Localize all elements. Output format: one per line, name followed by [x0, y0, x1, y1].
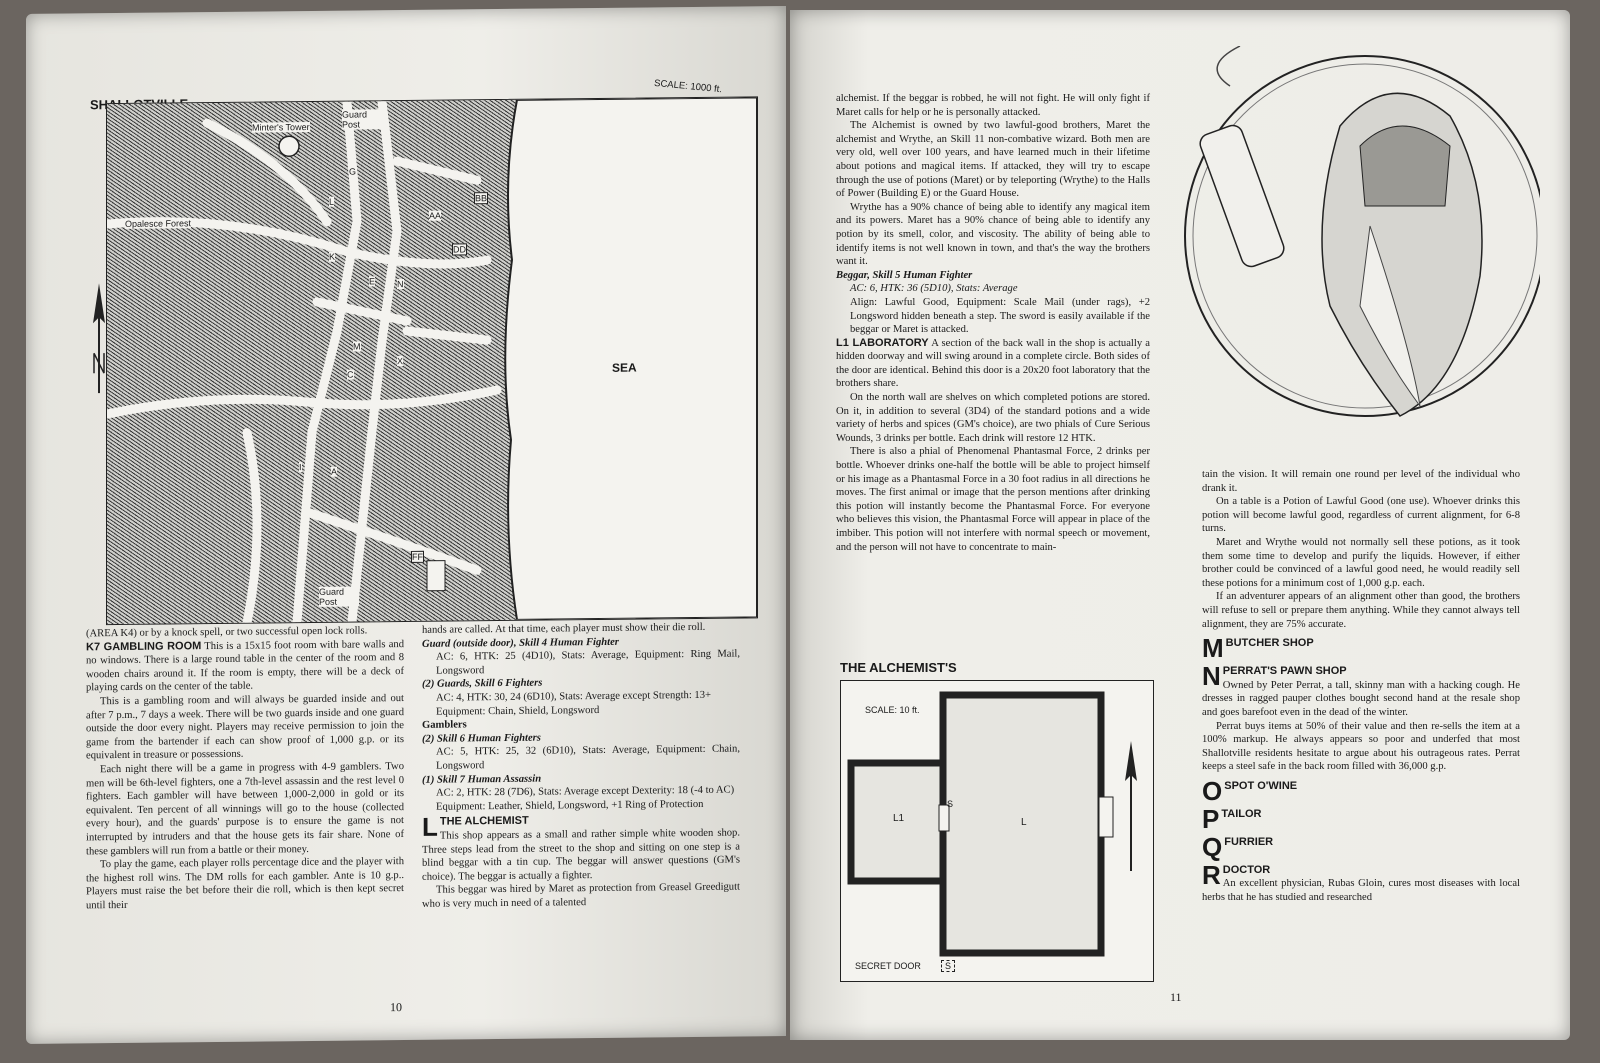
shop-p: P TAILOR	[1202, 803, 1520, 834]
booklet-spread: SHALLOTVILLE SCALE: 1000 ft.	[26, 6, 1574, 1050]
bldg-label: M	[353, 341, 361, 352]
alchemist-section: L THE ALCHEMIST This shop appears as a s…	[422, 811, 740, 884]
bldg-label: N	[397, 279, 404, 290]
drop-cap: Q	[1202, 831, 1223, 862]
tower-label: Minter's Tower	[252, 122, 310, 133]
drop-cap: P	[1202, 803, 1220, 834]
paragraph: The Alchemist is owned by two lawful-goo…	[836, 120, 1150, 200]
page-number: 11	[1170, 990, 1182, 1004]
bldg-label: L	[329, 196, 335, 207]
paragraph: Each night there will be a game in progr…	[86, 760, 404, 857]
gambler1-stats: AC: 5, HTK: 25, 32 (6D10), Stats: Averag…	[436, 743, 740, 772]
legend-key: S	[941, 960, 956, 972]
beggar-stats: AC: 6, HTK: 36 (5D10), Stats: Average	[850, 283, 1018, 295]
shop-heading: FURRIER	[1224, 835, 1274, 848]
paragraph: Wrythe has a 90% chance of being able to…	[836, 201, 1150, 268]
drop-cap: R	[1202, 859, 1221, 890]
guard-stats: AC: 6, HTK: 25 (4D10), Stats: Average, E…	[436, 648, 740, 677]
paragraph: There is also a phial of Phenomenal Phan…	[836, 446, 1150, 553]
shop-r: R DOCTOR An excellent physician, Rubas G…	[1202, 859, 1520, 905]
drop-cap: N	[1202, 661, 1221, 692]
room-l-label: L	[1021, 817, 1027, 828]
beggar-align: Align: Lawful Good, Equipment: Scale Mai…	[850, 296, 1150, 336]
alchemist-text: This shop appears as a small and rather …	[422, 827, 740, 883]
k7-heading: K7 GAMBLING ROOM	[86, 639, 202, 653]
shop-heading: BUTCHER SHOP	[1225, 637, 1314, 650]
paragraph: If an adventurer appears of an alignment…	[1202, 591, 1520, 630]
gambler2-equipment: Equipment: Leather, Shield, Longsword, +…	[436, 798, 704, 813]
guard-post-bottom-label: Guard Post	[319, 586, 359, 607]
wizard-illustration	[1184, 46, 1540, 417]
left-column-1: (AREA K4) or by a knock spell, or two su…	[86, 624, 404, 913]
alchemist-heading: THE ALCHEMIST	[439, 815, 529, 828]
alchemist-floorplan: SCALE: 10 ft. L1 L S SECRET DOOR S	[840, 680, 1154, 982]
town-map: Opalesce Forest Minter's Tower Guard Pos…	[106, 96, 758, 626]
beggar-heading: Beggar, Skill 5 Human Fighter	[836, 269, 973, 281]
drop-cap: M	[1202, 633, 1224, 664]
paragraph: This is a gambling room and will always …	[86, 692, 404, 762]
map-roads	[107, 97, 757, 625]
bldg-label: BB	[474, 192, 489, 205]
floorplan-walls	[847, 691, 1137, 957]
shop-m: M BUTCHER SHOP	[1202, 633, 1520, 664]
shop-n: N PERRAT'S PAWN SHOP Owned by Peter Perr…	[1202, 661, 1520, 774]
paragraph: To play the game, each player rolls perc…	[86, 856, 404, 912]
bldg-label: E	[369, 276, 376, 287]
bldg-label: AA	[429, 210, 442, 221]
shop-q: Q FURRIER	[1202, 831, 1520, 862]
drop-cap: O	[1202, 775, 1223, 806]
legend-label: SECRET DOOR	[855, 961, 921, 971]
room-l1-label: L1	[893, 813, 905, 824]
forest-label: Opalesce Forest	[125, 218, 192, 229]
shop-o: O SPOT O'WINE	[1202, 775, 1520, 806]
shop-text: An excellent physician, Rubas Gloin, cur…	[1202, 878, 1520, 904]
shop-text: Owned by Peter Perrat, a tall, skinny ma…	[1202, 679, 1520, 718]
bldg-label: DD	[452, 243, 467, 256]
bldg-label: I	[299, 462, 302, 473]
l1-heading: L1 LABORATORY	[836, 336, 929, 349]
paragraph: alchemist. If the beggar is robbed, he w…	[836, 93, 1150, 118]
drop-cap: L	[422, 811, 438, 843]
floorplan-title: THE ALCHEMIST'S	[840, 660, 957, 675]
shop-heading: DOCTOR	[1222, 863, 1271, 876]
sea-label: SEA	[612, 360, 637, 375]
right-column-2: tain the vision. It will remain one roun…	[1202, 468, 1520, 905]
paragraph: On the north wall are shelves on which c…	[836, 392, 1150, 444]
north-arrow-icon	[93, 283, 105, 394]
guard-post-top-label: Guard Post	[342, 109, 382, 130]
left-column-2: hands are called. At that time, each pla…	[422, 621, 740, 912]
bldg-label: X	[397, 356, 404, 367]
bldg-label: A	[331, 466, 338, 477]
left-page: SHALLOTVILLE SCALE: 1000 ft.	[26, 6, 786, 1044]
right-page: alchemist. If the beggar is robbed, he w…	[790, 10, 1570, 1040]
page-number: 10	[390, 1000, 402, 1015]
shop-heading: SPOT O'WINE	[1224, 779, 1298, 792]
bldg-label: K	[329, 251, 336, 262]
bldg-label: G	[349, 166, 357, 177]
paragraph: This beggar was hired by Maret as protec…	[422, 881, 740, 910]
shop-heading: PERRAT'S PAWN SHOP	[1222, 665, 1347, 678]
bldg-label: C	[347, 369, 354, 380]
paragraph: On a table is a Potion of Lawful Good (o…	[1202, 496, 1520, 535]
bldg-label: FF	[411, 550, 424, 563]
map-scale: SCALE: 1000 ft.	[653, 77, 723, 96]
paragraph: Maret and Wrythe would not normally sell…	[1202, 536, 1520, 589]
shop-heading: TAILOR	[1221, 807, 1262, 820]
right-column-1: alchemist. If the beggar is robbed, he w…	[836, 92, 1150, 554]
l1-text: A section of the back wall in the shop i…	[836, 337, 1151, 390]
paragraph: tain the vision. It will remain one roun…	[1202, 469, 1520, 494]
door-label: S	[947, 799, 954, 809]
floorplan-scale: SCALE: 10 ft.	[865, 705, 920, 715]
paragraph: Perrat buys items at 50% of their value …	[1202, 720, 1520, 773]
